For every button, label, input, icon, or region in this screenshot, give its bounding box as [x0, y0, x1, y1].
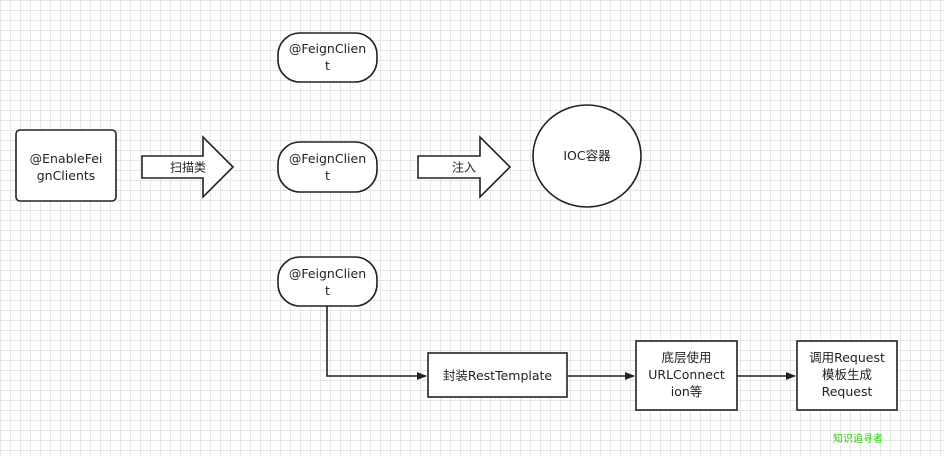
inject-arrow: 注入: [417, 135, 512, 199]
feign-client-node-2: @FeignClien t: [277, 141, 378, 193]
feign-client-node-3: @FeignClien t: [277, 256, 378, 307]
feign-client-1-label-line-2: t: [325, 58, 330, 73]
request-template-label-line-2: 模板生成: [822, 367, 872, 382]
watermark-text: 知识追寻者: [833, 432, 883, 445]
ioc-container-label: IOC容器: [563, 148, 611, 163]
url-connection-node: 底层使用 URLConnect ion等: [635, 340, 738, 411]
scan-arrow: 扫描类: [141, 135, 235, 199]
enable-feign-clients-label-line-2: gnClients: [37, 168, 96, 183]
ioc-container-node: IOC容器: [532, 104, 642, 208]
url-connection-label-line-3: ion等: [671, 384, 703, 399]
enable-feign-clients-label-line-1: @EnableFei: [30, 151, 103, 166]
rest-template-label: 封装RestTemplate: [443, 368, 553, 383]
inject-arrow-label: 注入: [452, 160, 476, 175]
scan-arrow-label: 扫描类: [170, 161, 206, 175]
request-template-node: 调用Request 模板生成 Request: [796, 340, 898, 411]
feign-client-node-1: @FeignClien t: [277, 32, 378, 83]
feign-client-1-label-line-1: @FeignClien: [289, 41, 366, 56]
feign-client-2-label-line-2: t: [325, 168, 330, 183]
request-template-label-line-1: 调用Request: [809, 350, 885, 365]
feign-client-3-label-line-2: t: [325, 283, 330, 298]
url-connection-label-line-1: 底层使用: [661, 350, 711, 365]
feign-client-2-label-line-1: @FeignClien: [289, 151, 366, 166]
rest-template-node: 封装RestTemplate: [427, 352, 568, 398]
request-template-label-line-3: Request: [822, 384, 873, 399]
url-connection-label-line-2: URLConnect: [648, 367, 725, 382]
feign-client-3-label-line-1: @FeignClien: [289, 266, 366, 281]
enable-feign-clients-node: @EnableFei gnClients: [15, 129, 117, 202]
connector-feign-to-rest-template: [326, 306, 427, 380]
